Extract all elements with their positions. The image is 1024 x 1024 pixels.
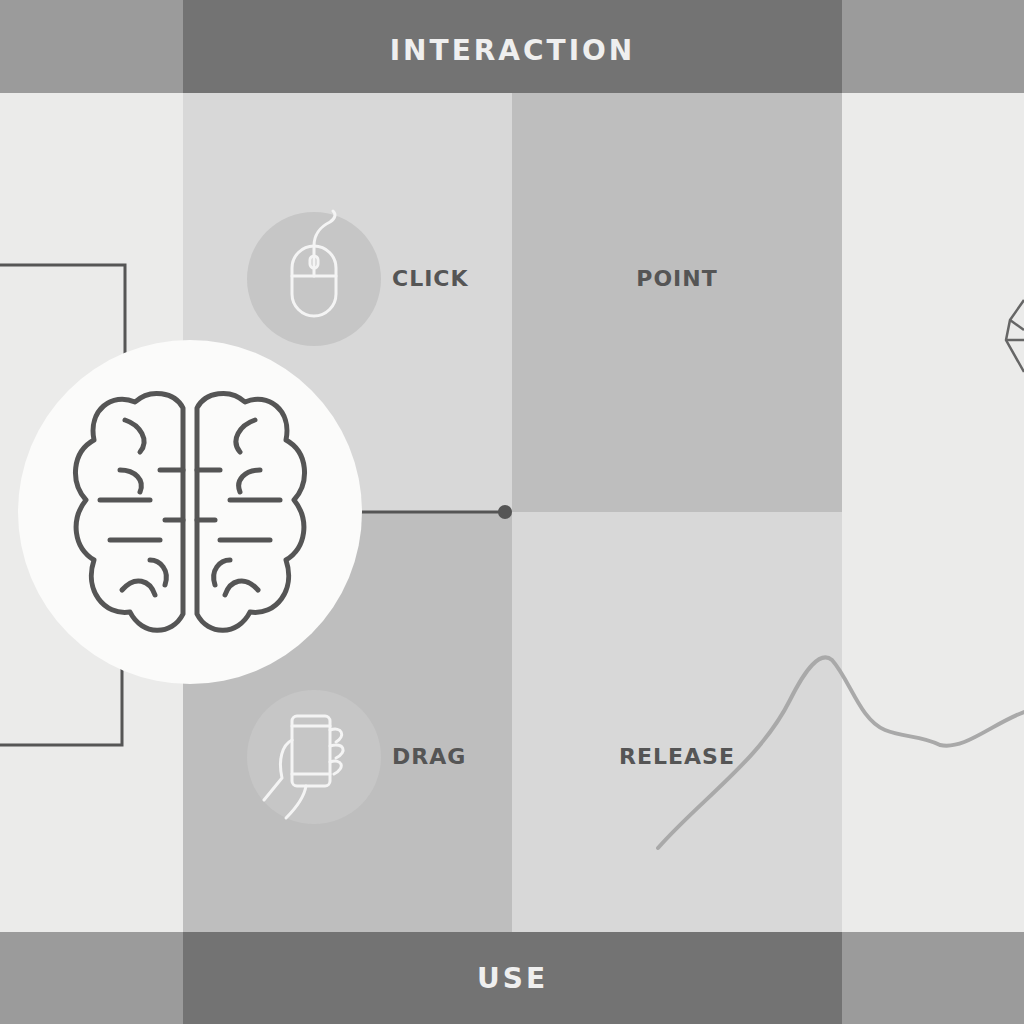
phone-icon [264, 716, 343, 818]
grid-cell: RELEASE [512, 512, 842, 932]
brain-icon [76, 393, 305, 630]
node-label: RELEASE [512, 744, 842, 770]
node-label: POINT [512, 266, 842, 292]
icon-circle [247, 690, 381, 824]
icon-circle [247, 212, 381, 346]
junction-dot [498, 505, 512, 519]
wave-line [658, 657, 1024, 848]
brain-circle [18, 340, 362, 684]
node-label: USE [183, 962, 842, 996]
header-band: INTERACTION [183, 0, 842, 93]
node-label: CLICK [392, 266, 512, 292]
diamond-icon [1006, 300, 1024, 372]
grid-cell: POINT [512, 93, 842, 512]
footer-band: USE [183, 932, 842, 1024]
node-label: INTERACTION [183, 34, 842, 68]
mouse-icon [292, 211, 336, 316]
node-label: DRAG [392, 744, 512, 770]
